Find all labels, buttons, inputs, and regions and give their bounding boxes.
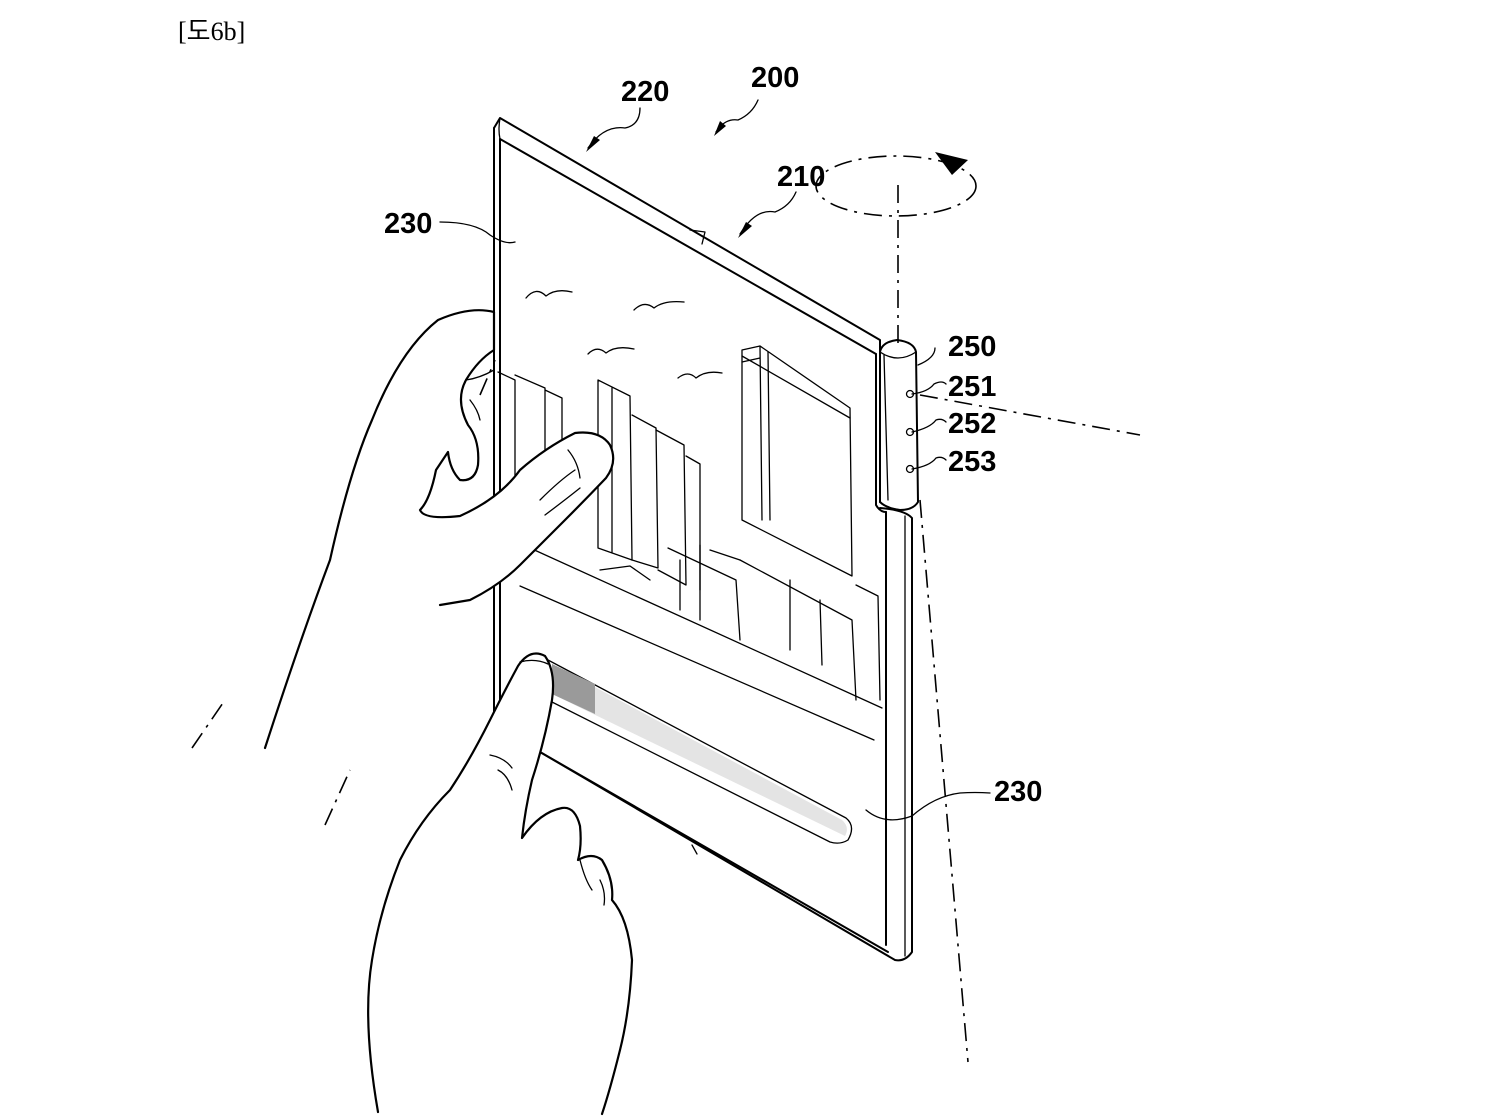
label-210: 210 bbox=[777, 161, 825, 193]
rotation-axis bbox=[191, 185, 1141, 1063]
rotation-arrow-icon bbox=[815, 152, 977, 217]
screen-scene bbox=[497, 290, 881, 741]
label-251: 251 bbox=[948, 371, 996, 403]
figure-caption: [도6b] bbox=[178, 17, 245, 46]
label-230-top: 230 bbox=[384, 208, 432, 240]
leader-lines bbox=[439, 99, 991, 821]
right-hand bbox=[367, 652, 634, 1116]
label-200: 200 bbox=[751, 62, 799, 94]
label-220: 220 bbox=[621, 76, 669, 108]
left-hand bbox=[263, 309, 615, 750]
label-230-bottom: 230 bbox=[994, 776, 1042, 808]
label-252: 252 bbox=[948, 408, 996, 440]
reference-labels: 220 200 210 230 250 251 252 253 230 bbox=[384, 62, 1042, 808]
label-253: 253 bbox=[948, 446, 996, 478]
device bbox=[493, 117, 919, 962]
label-250: 250 bbox=[948, 331, 996, 363]
